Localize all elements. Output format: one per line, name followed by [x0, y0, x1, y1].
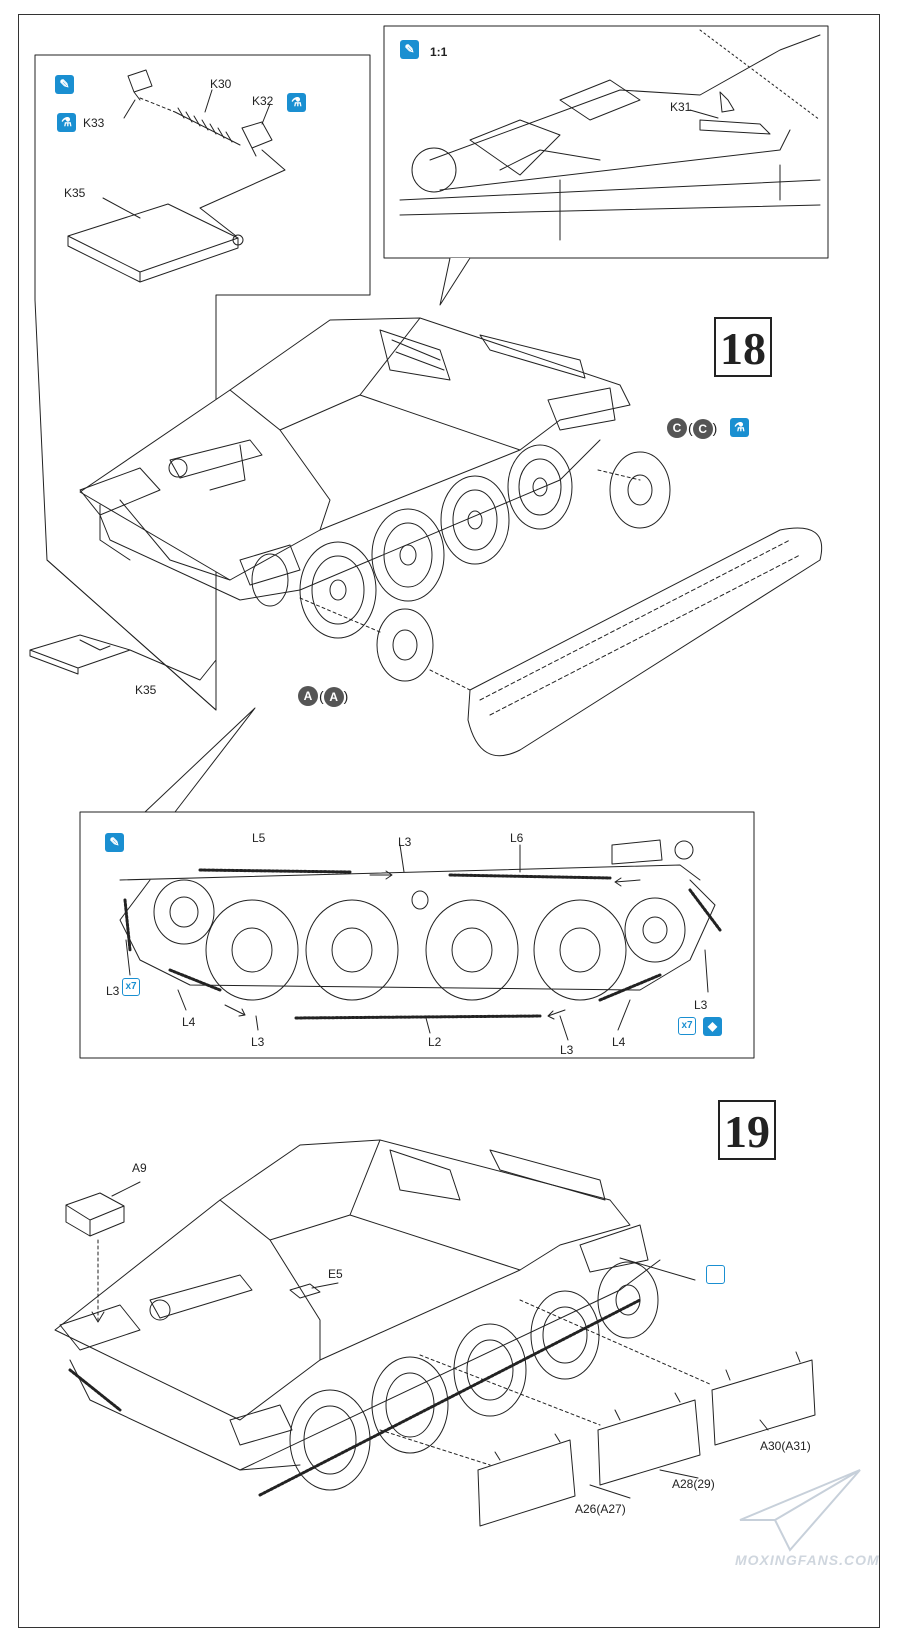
k33-bracket [127, 69, 153, 101]
label-k32: K32 [252, 94, 274, 108]
skirt-a26 [477, 1439, 576, 1527]
k35-part-lower [29, 634, 217, 681]
part-badge-c: C [667, 418, 687, 438]
track-inset-drawing [119, 839, 722, 1020]
label-k31: K31 [670, 100, 692, 114]
label-a28: A28(29) [672, 1477, 715, 1491]
idler-wheel-c [597, 451, 671, 529]
sprocket-a [299, 597, 471, 691]
label-k30: K30 [210, 77, 232, 91]
skirt-a28 [597, 1399, 701, 1486]
glue-bottle-icon: ⚗ [287, 93, 306, 112]
part-badge-a: A [298, 686, 318, 706]
flip-side-icon: ◆ [703, 1017, 722, 1036]
label-k33: K33 [83, 116, 105, 130]
part-badge-a-mirror: A [323, 687, 344, 707]
k30-spring [174, 107, 241, 146]
step18-vehicle [79, 317, 631, 639]
detail-engine-deck [399, 29, 821, 241]
label-k35: K35 [64, 186, 86, 200]
label-a9: A9 [132, 1161, 147, 1175]
k35-leader [199, 149, 286, 237]
part-badge-a-paren: (A) [319, 686, 348, 707]
glue-bottle-icon: ⚗ [730, 418, 749, 437]
step-number-text: 18 [720, 323, 766, 374]
track-run [467, 527, 822, 757]
paint-brush-icon: ✎ [105, 833, 124, 852]
quantity-x7-left: x7 [125, 981, 137, 992]
part-badge-c-paren: (C) [688, 418, 717, 439]
track-inset-pointer [144, 707, 256, 813]
glue-bottle-icon: ⚗ [57, 113, 76, 132]
part-badge-c-mirror: C [692, 419, 713, 439]
scale-label: 1:1 [430, 45, 448, 59]
paint-brush-icon: ✎ [400, 40, 419, 59]
label-l6: L6 [510, 831, 524, 845]
label-l3-bottom-right: L3 [560, 1043, 574, 1057]
k33-arrow [139, 97, 176, 113]
quantity-x7-left-badge: x7 [122, 978, 140, 996]
quantity-x7-right-badge: x7 [678, 1017, 696, 1035]
cement-icon [706, 1265, 725, 1284]
label-e5: E5 [328, 1267, 343, 1281]
label-l3-left: L3 [106, 984, 120, 998]
watermark-plane-icon [739, 1469, 861, 1552]
skirt-a30 [711, 1359, 816, 1446]
label-l4-right: L4 [612, 1035, 626, 1049]
label-l3-top: L3 [398, 835, 412, 849]
sheet-border [18, 14, 880, 1628]
label-l5: L5 [252, 831, 266, 845]
k32-clip [241, 121, 273, 157]
step-number-text: 19 [724, 1106, 770, 1157]
inset-pointer [46, 559, 217, 711]
label-l4-left: L4 [182, 1015, 196, 1029]
step-number-18: 18 [714, 317, 772, 377]
label-l2: L2 [428, 1035, 442, 1049]
watermark-text: MOXINGFANS.COM [735, 1552, 880, 1568]
paint-brush-icon: ✎ [55, 75, 74, 94]
step19-vehicle [54, 1139, 816, 1527]
inset-detail-pointer [439, 257, 471, 306]
label-a26: A26(A27) [575, 1502, 626, 1516]
label-l3-right: L3 [694, 998, 708, 1012]
label-a30: A30(A31) [760, 1439, 811, 1453]
label-k35-lower: K35 [135, 683, 157, 697]
label-l3-bottom-left: L3 [251, 1035, 265, 1049]
quantity-x7-right: x7 [681, 1020, 693, 1031]
step-number-19: 19 [718, 1100, 776, 1160]
